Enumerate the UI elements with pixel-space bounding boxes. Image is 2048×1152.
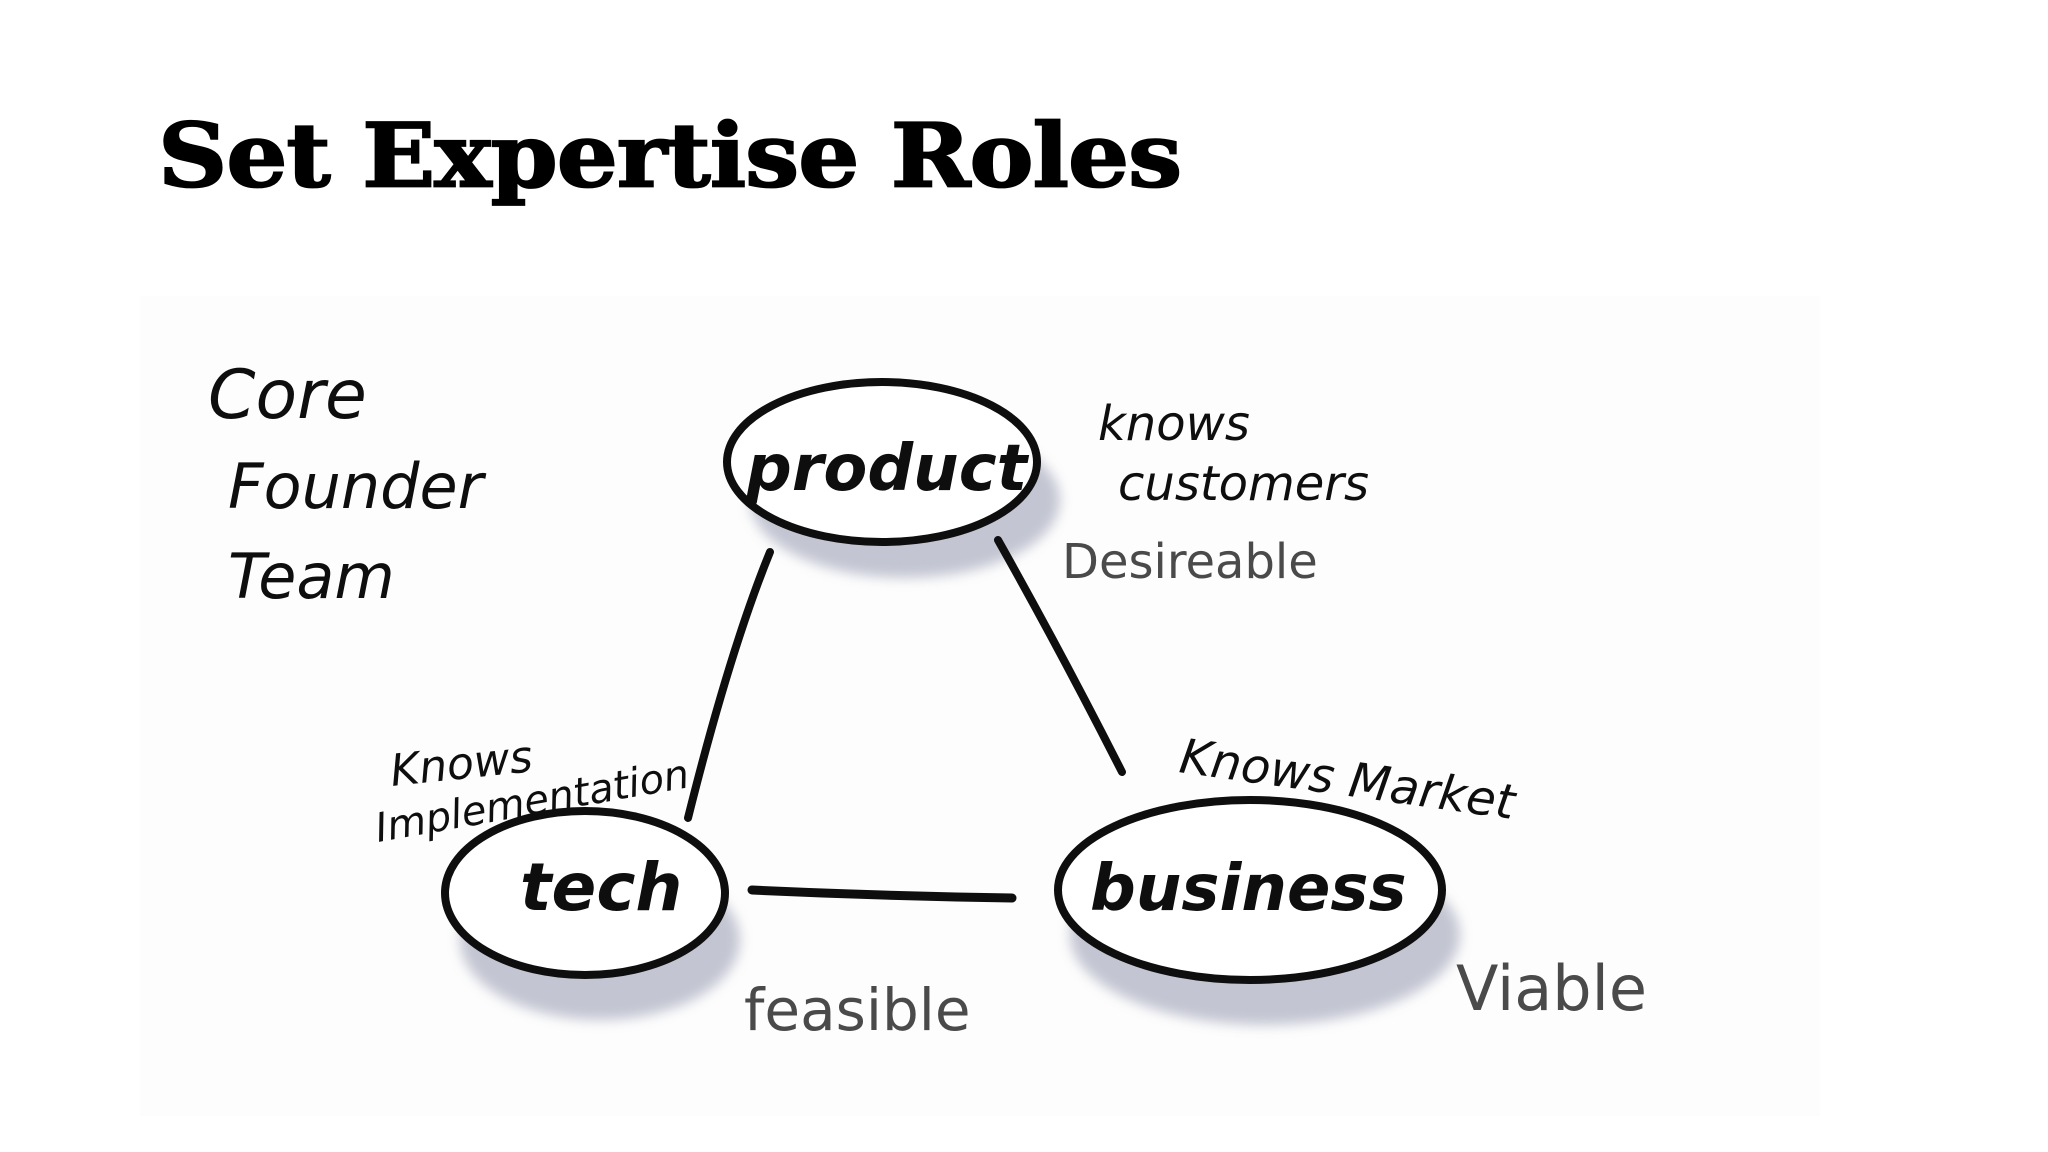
product-knows-line2: customers bbox=[1118, 456, 1369, 512]
founder-label: Founder bbox=[228, 450, 487, 523]
slide-title: Set Expertise Roles bbox=[157, 103, 1183, 208]
tech-business-link bbox=[747, 885, 1017, 903]
tech-node bbox=[441, 807, 729, 979]
business-node bbox=[1054, 796, 1446, 984]
business-quality: Viable bbox=[1456, 952, 1647, 1025]
product-knows-line1: knows bbox=[1098, 396, 1250, 452]
team-label: Team bbox=[228, 540, 395, 613]
tech-label: tech bbox=[520, 849, 682, 926]
core-label: Core bbox=[208, 356, 367, 435]
tech-quality: feasible bbox=[744, 976, 971, 1044]
product-business-link bbox=[994, 536, 1126, 776]
product-label: product bbox=[745, 432, 1030, 506]
business-label: business bbox=[1090, 852, 1407, 926]
product-node bbox=[723, 378, 1041, 546]
product-quality: Desireable bbox=[1062, 534, 1318, 590]
product-tech-link bbox=[684, 548, 774, 822]
